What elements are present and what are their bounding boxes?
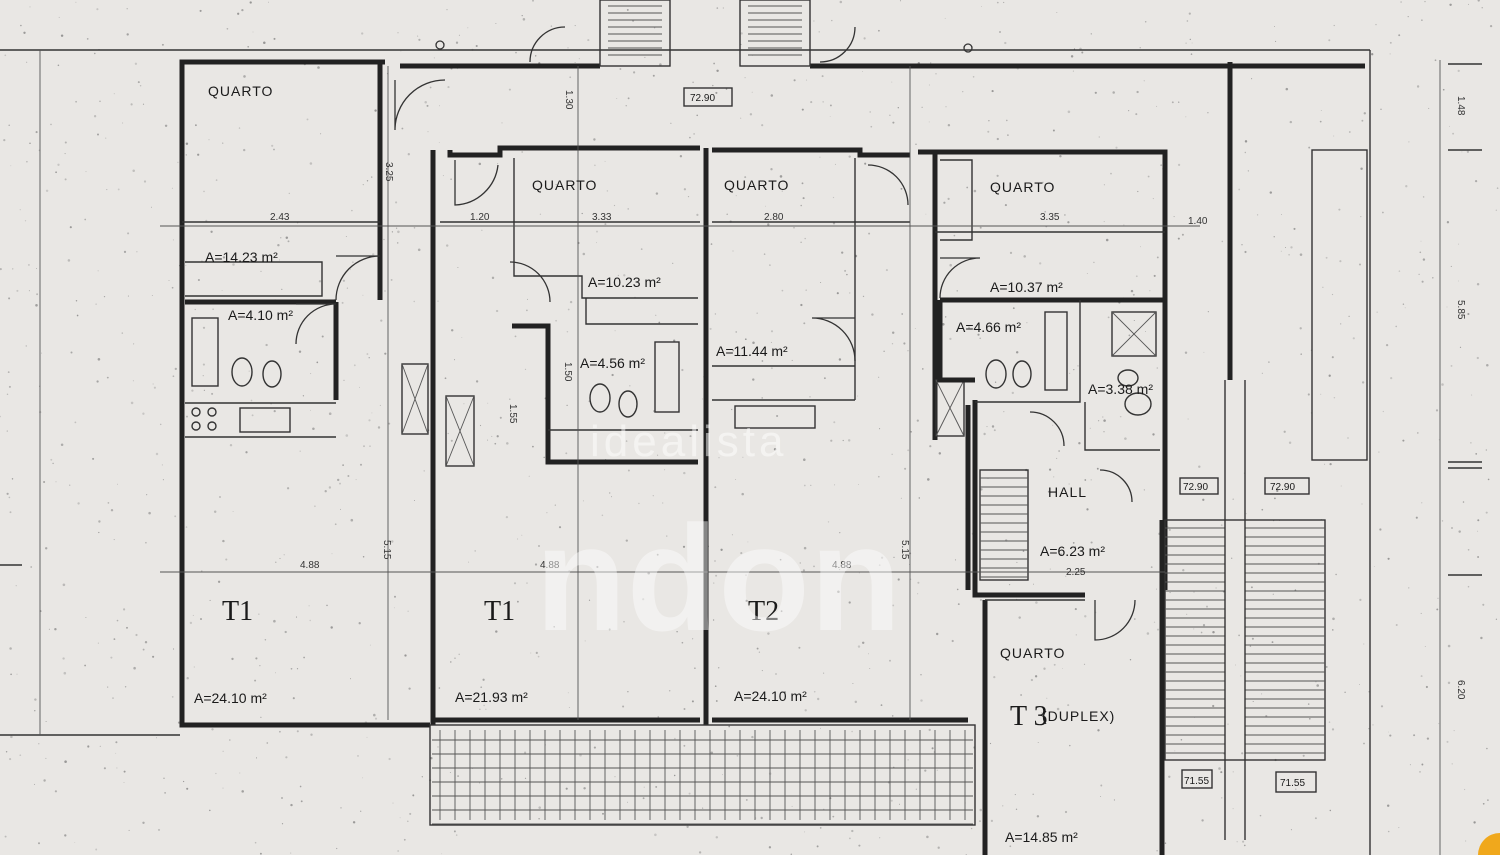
area-label: A=10.37 m² [990, 279, 1063, 295]
unit-label-t2: T2 [748, 596, 779, 627]
dimension-label: 2.25 [1066, 567, 1086, 578]
dimension-label: 1.40 [1188, 216, 1208, 227]
unit-label-t1-left: T1 [222, 596, 253, 627]
room-label-quarto-4: QUARTO [990, 179, 1055, 195]
doors [295, 26, 1136, 641]
corner-badge-icon[interactable] [1478, 833, 1500, 855]
unit-label-t1-mid: T1 [484, 596, 515, 627]
level-label: 72.90 [1270, 482, 1295, 493]
watermark: ndon idealista [535, 417, 902, 662]
dimension-label: 6.20 [1455, 680, 1466, 700]
dimension-label: 1.30 [563, 90, 574, 110]
area-label: A=6.23 m² [1040, 543, 1105, 559]
area-label: A=24.10 m² [194, 690, 267, 706]
dimension-label: 3.33 [592, 212, 612, 223]
level-label: 71.55 [1184, 776, 1209, 787]
area-label: A=14.23 m² [205, 249, 278, 265]
dimension-label: 1.55 [507, 404, 518, 424]
dimension-label: 4.88 [832, 560, 852, 571]
dimension-label: 4.88 [540, 560, 560, 571]
area-label: A=4.66 m² [956, 319, 1021, 335]
room-label-quarto-1: QUARTO [208, 83, 273, 99]
walls [179, 59, 1365, 855]
dimension-label: 2.43 [270, 212, 290, 223]
room-label-quarto-2: QUARTO [532, 177, 597, 193]
room-labels: QUARTO QUARTO QUARTO QUARTO QUARTO HALL [208, 83, 1087, 661]
area-label: A=4.56 m² [580, 355, 645, 371]
room-label-quarto-3: QUARTO [724, 177, 789, 193]
area-label: A=10.23 m² [588, 274, 661, 290]
dimension-labels: 2.43 1.20 3.33 2.80 3.35 1.40 4.88 4.88 … [270, 90, 1466, 700]
area-label: A=14.85 m² [1005, 829, 1078, 845]
area-label: A=21.93 m² [455, 689, 528, 705]
area-labels: A=14.23 m² A=4.10 m² A=24.10 m² A=10.23 … [194, 249, 1153, 845]
site-lines [0, 49, 1482, 855]
dimension-label: 1.50 [562, 362, 573, 382]
area-label: A=4.10 m² [228, 307, 293, 323]
level-label: 72.90 [690, 93, 715, 104]
room-label-hall: HALL [1048, 484, 1087, 500]
dimension-label: 3.25 [383, 162, 394, 182]
watermark-idealista: idealista [590, 417, 787, 466]
dimension-label: 2.80 [764, 212, 784, 223]
watermark-logo: ndon [535, 494, 902, 662]
area-label: A=3.38 m² [1088, 381, 1153, 397]
unit-labels: T1 T1 T2 T 3 (DUPLEX) [222, 596, 1115, 732]
dimension-label: 3.35 [1040, 212, 1060, 223]
level-label: 71.55 [1280, 778, 1305, 789]
dimension-label: 5.85 [1455, 300, 1466, 320]
level-markers: 72.90 72.90 72.90 71.55 71.55 [683, 87, 1310, 789]
unit-label-t3: T 3 [1010, 701, 1048, 732]
balcony-tiles [429, 724, 976, 826]
unit-label-t3-note: (DUPLEX) [1042, 708, 1115, 724]
partitions [182, 0, 1368, 840]
level-label: 72.90 [1183, 482, 1208, 493]
dimension-label: 1.48 [1455, 96, 1466, 116]
room-label-quarto-5: QUARTO [1000, 645, 1065, 661]
area-label: A=24.10 m² [734, 688, 807, 704]
dimension-lines [160, 225, 1200, 573]
dimension-label: 5.15 [899, 540, 910, 560]
dimension-label: 4.88 [300, 560, 320, 571]
area-label: A=11.44 m² [716, 343, 788, 359]
dimension-label: 5.15 [381, 540, 392, 560]
dimension-label: 1.20 [470, 212, 490, 223]
